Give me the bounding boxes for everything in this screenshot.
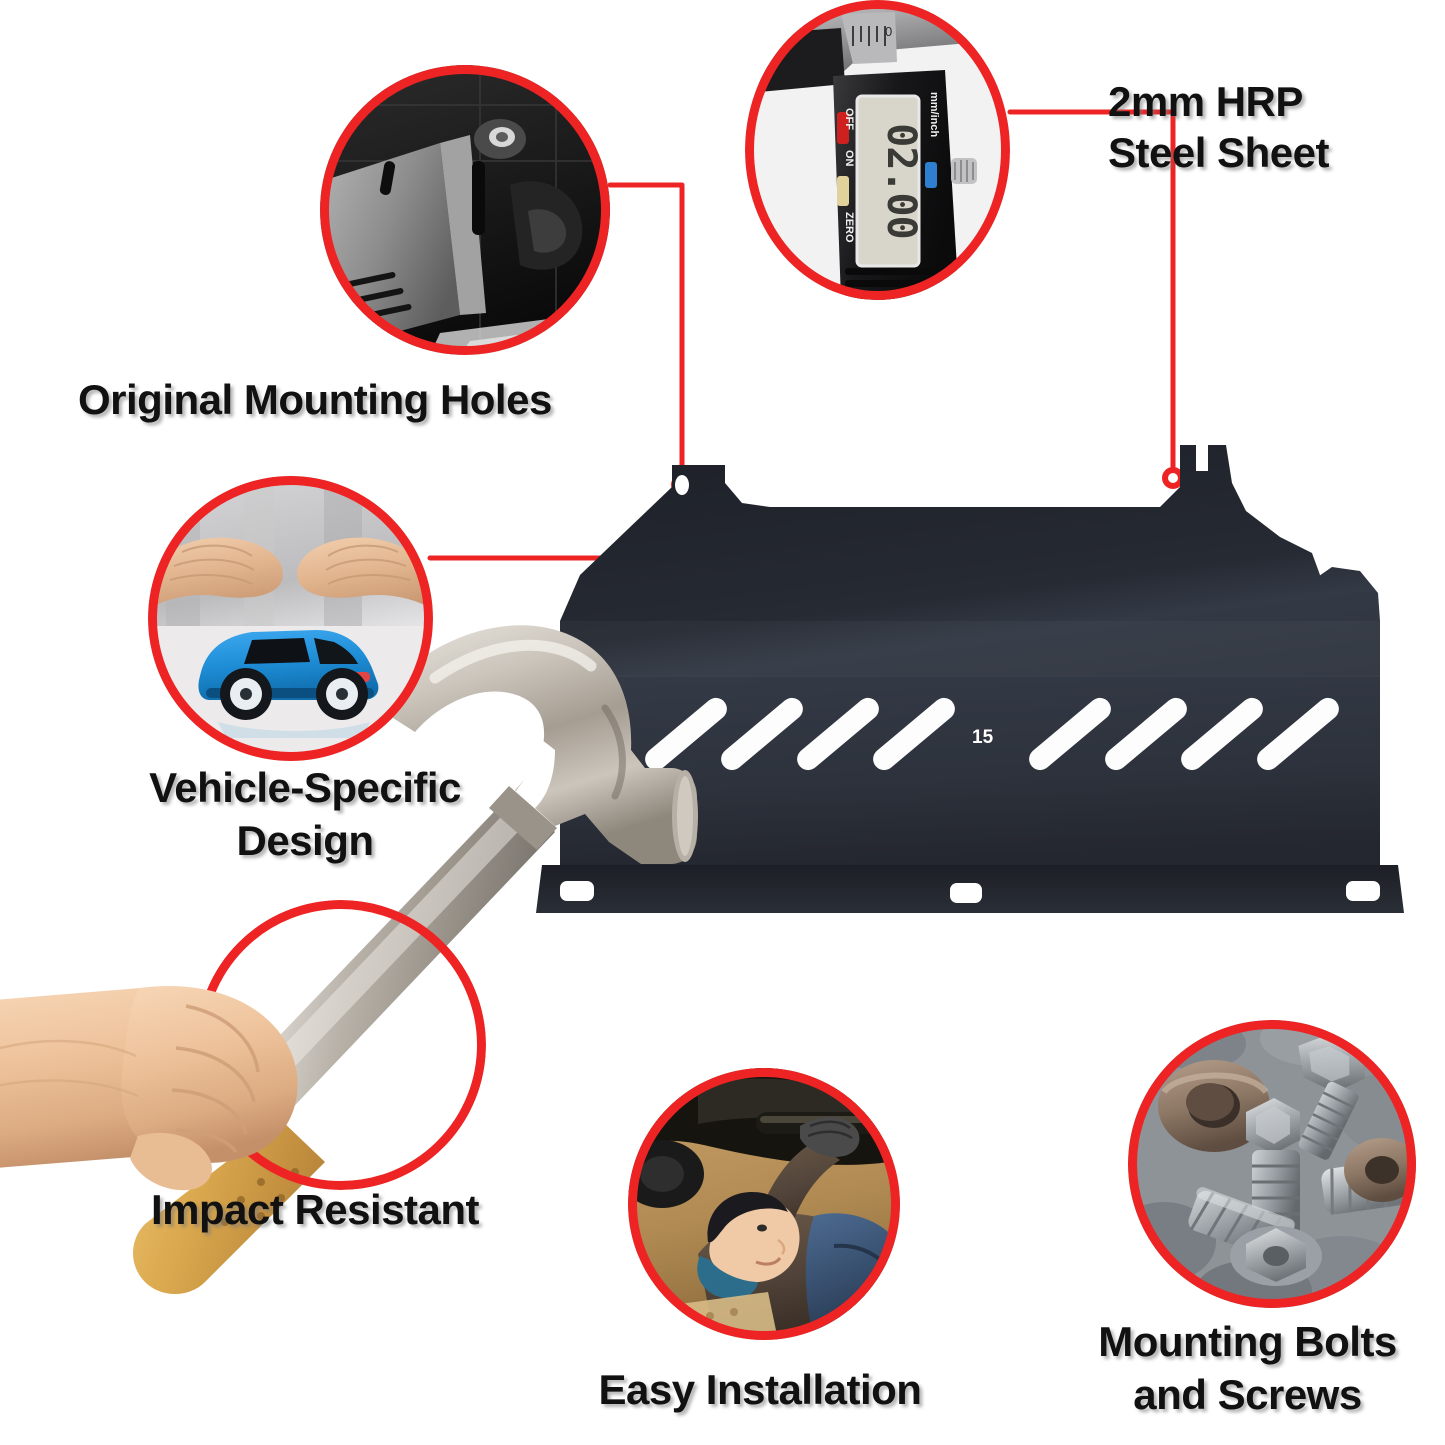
caption-mounting-bolts: Mounting Bolts and Screws — [1098, 1318, 1397, 1418]
caption-easy-installation: Easy Installation — [598, 1366, 922, 1413]
hammer-head — [393, 625, 698, 864]
flange-nut — [1230, 1226, 1322, 1286]
feature-bubble-easy-installation — [628, 1068, 900, 1340]
washer — [1158, 1060, 1270, 1152]
svg-text:OFF: OFF — [843, 108, 855, 130]
hammer-shaft — [237, 792, 555, 1120]
photo-bolts-and-screws — [1128, 1020, 1416, 1308]
photo-hands-protecting-car — [148, 476, 433, 761]
caption-original-mounting-holes: Original Mounting Holes — [78, 376, 552, 423]
photo-digital-caliper: 0 02.00 OFF ON ZERO — [745, 0, 1010, 300]
photo-car-undercarriage — [320, 65, 610, 355]
mechanic-head — [697, 1192, 800, 1300]
plate-mount-hole — [950, 883, 982, 903]
feature-bubble-mounting-bolts — [1128, 1020, 1416, 1308]
caliper-readout: 02.00 — [878, 123, 924, 238]
svg-text:0: 0 — [885, 24, 892, 39]
svg-text:ZERO: ZERO — [843, 212, 855, 243]
photo-fist-gripping-hammer — [0, 986, 298, 1191]
blue-toy-car — [198, 630, 379, 738]
svg-text:mm/inch: mm/inch — [928, 92, 940, 138]
left-hand — [148, 537, 283, 610]
feature-bubble-steel-thickness: 0 02.00 OFF ON ZERO — [745, 0, 1010, 300]
hex-bolt — [1298, 1034, 1366, 1160]
plate-left-tab-hole — [675, 475, 689, 495]
claw-hammer — [133, 625, 698, 1294]
caption-impact-resistant: Impact Resistant — [150, 1186, 480, 1233]
plate-mount-hole — [560, 881, 594, 901]
wheel — [316, 668, 368, 720]
feature-bubble-vehicle-specific-design — [148, 476, 433, 761]
feature-bubble-original-mounting-holes — [320, 65, 610, 355]
plate-vent-slots-right — [1029, 697, 1339, 771]
washer — [1344, 1138, 1416, 1202]
skid-plate-product: 15 — [520, 425, 1420, 935]
caption-steel-thickness: 2mm HRP Steel Sheet — [1108, 78, 1329, 177]
hammer-grip — [133, 1120, 325, 1294]
plate-mount-hole — [1346, 881, 1380, 901]
wheel — [220, 668, 272, 720]
plate-vent-slots-left — [645, 697, 955, 771]
caption-vehicle-specific-design: Vehicle-Specific Design — [149, 764, 461, 864]
photo-mechanic-under-car — [628, 1068, 900, 1340]
right-hand — [297, 537, 433, 610]
svg-text:ON: ON — [843, 150, 855, 167]
plate-marking: 15 — [972, 727, 994, 748]
